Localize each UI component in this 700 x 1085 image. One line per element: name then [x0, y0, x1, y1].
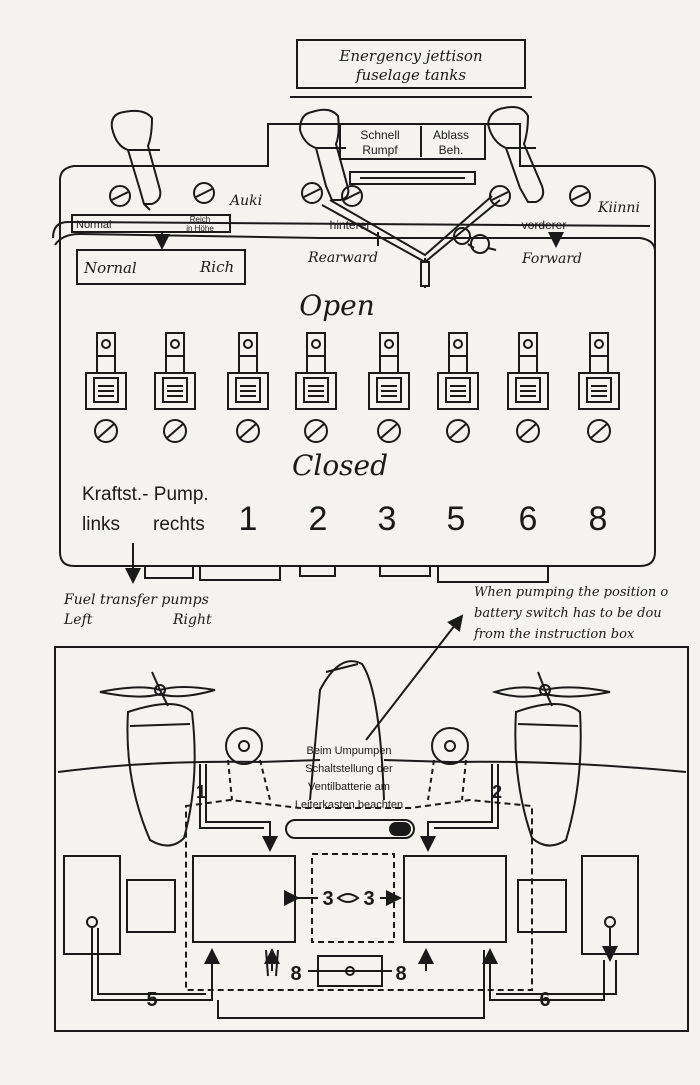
valve-switch-4[interactable] — [295, 332, 337, 410]
valve-switch-1[interactable] — [85, 332, 127, 410]
pump-label-links: links — [82, 514, 120, 535]
valve-switch-6[interactable] — [437, 332, 479, 410]
fuel-system-diagram — [54, 646, 689, 1032]
control-panel — [59, 123, 656, 567]
flow-number-8a: 8 — [290, 963, 301, 985]
mixture-plate-hoehe: in Höhe — [186, 224, 214, 233]
screw-heads-lower — [94, 419, 611, 443]
forward-lever[interactable] — [486, 106, 545, 203]
flow-number-6: 6 — [539, 989, 550, 1011]
plate-rumpf: Rumpf — [362, 143, 398, 157]
mixture-plate-reich: Reich — [190, 215, 210, 224]
tank-number: 6 — [519, 500, 538, 538]
fuselage-tank-right — [403, 855, 507, 943]
flow-number-5: 5 — [146, 989, 157, 1011]
tank-number: 1 — [239, 500, 258, 538]
mixture-box-normal: Nornal — [83, 259, 137, 277]
flow-number-1: 1 — [196, 782, 206, 802]
flow-number-3a: 3 — [322, 888, 333, 910]
plate-schnell: Schnell — [360, 128, 399, 142]
jettison-title-line2: fuselage tanks — [355, 66, 466, 84]
label-auki: Auki — [228, 193, 262, 209]
valve-switch-2[interactable] — [154, 332, 196, 410]
german-note-line4: Leiterkasten beachten — [295, 799, 403, 811]
pump-label-line1: Kraftst.- Pump. — [82, 484, 209, 505]
plate-ablass: Ablass — [433, 128, 469, 142]
label-closed: Closed — [292, 449, 388, 482]
tank-number: 2 — [309, 500, 328, 538]
tank-number: 3 — [378, 500, 397, 538]
jettison-plate — [339, 123, 486, 160]
label-forward: Forward — [521, 251, 582, 267]
german-note-line2: Schaltstellung der — [305, 763, 393, 775]
mixture-box-rich: Rich — [199, 258, 234, 276]
valve-switch-7[interactable] — [507, 332, 549, 410]
fuselage-tank-left — [192, 855, 296, 943]
wing-tank-right-inner — [517, 879, 567, 933]
fuel-transfer-right: Right — [172, 612, 212, 628]
pump-label-rechts: rechts — [153, 514, 205, 535]
valve-switch-5[interactable] — [368, 332, 410, 410]
german-note-line3: Ventilbatterie am — [308, 781, 390, 793]
german-note-line1: Beim Umpumpen — [307, 745, 392, 757]
plate-beh: Beh. — [439, 143, 464, 157]
label-hinterer: hinterer — [330, 218, 371, 232]
rearward-lever[interactable] — [298, 108, 350, 201]
mixture-lever[interactable] — [110, 109, 162, 211]
label-open: Open — [299, 289, 374, 322]
flow-number-2: 2 — [492, 782, 502, 802]
fuel-transfer-left: Left — [63, 612, 93, 628]
flow-number-3b: 3 — [363, 888, 374, 910]
valve-switch-3[interactable] — [227, 332, 269, 410]
fuel-transfer-line1: Fuel transfer pumps — [63, 592, 209, 608]
pumping-note-line2: battery switch has to be dou — [474, 606, 662, 621]
jettison-title-line1: Energency jettison — [338, 47, 482, 65]
mixture-box — [76, 249, 246, 285]
mixture-plate — [71, 214, 231, 233]
label-kiinni: Kiinni — [597, 200, 640, 216]
label-vorderer: vorderer — [522, 218, 567, 232]
tank-number: 5 — [447, 500, 466, 538]
pumping-note-line3: from the instruction box — [473, 627, 635, 642]
label-rearward: Rearward — [307, 250, 378, 266]
jettison-label-box — [296, 39, 526, 89]
screw-heads-upper — [109, 182, 591, 207]
mixture-plate-normal: Normal — [76, 219, 111, 231]
pumping-note-line1: When pumping the position o — [474, 585, 668, 600]
valve-switch-8[interactable] — [578, 332, 620, 410]
tank-number: 8 — [589, 500, 608, 538]
wing-tank-left-inner — [126, 879, 176, 933]
flow-number-8b: 8 — [395, 963, 406, 985]
